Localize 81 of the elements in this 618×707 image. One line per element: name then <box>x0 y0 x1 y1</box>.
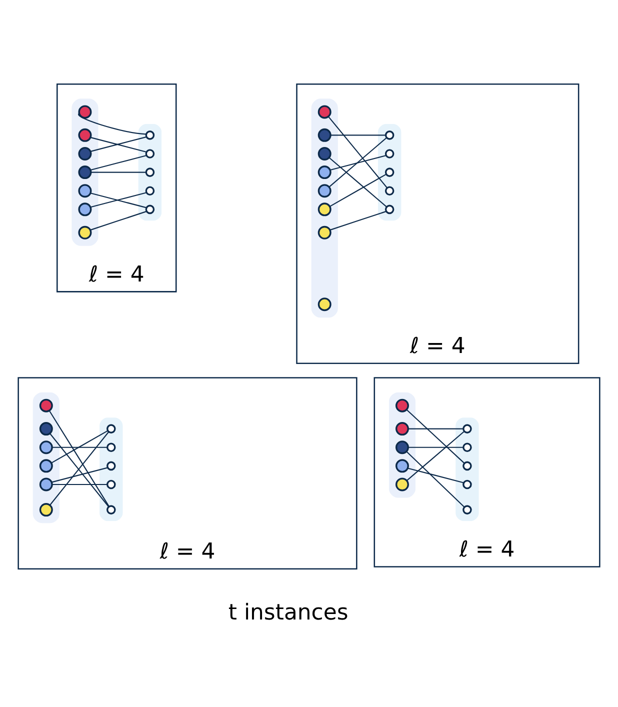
node-circle <box>39 440 53 454</box>
node-circle <box>462 442 472 452</box>
cluster <box>378 124 402 221</box>
connector <box>90 154 147 171</box>
node-circle <box>78 105 92 119</box>
node-circle <box>462 424 472 434</box>
connector <box>408 428 464 430</box>
cluster <box>32 392 60 524</box>
connector <box>330 134 386 136</box>
node-circle <box>384 149 394 158</box>
node-circle <box>39 398 53 412</box>
node-circle <box>318 226 332 240</box>
node-circle <box>384 168 394 177</box>
connector <box>52 446 108 448</box>
node-circle <box>39 422 53 436</box>
cluster <box>456 418 479 521</box>
node-circle <box>78 146 92 160</box>
node-circle <box>39 503 53 517</box>
node-circle <box>78 202 92 216</box>
cluster: ℓ = 4 <box>56 84 177 292</box>
node-circle <box>145 149 155 158</box>
cluster <box>138 124 162 221</box>
connector <box>406 451 465 508</box>
node-circle <box>395 440 409 454</box>
node-circle <box>462 461 472 471</box>
node-circle <box>145 130 155 140</box>
node-circle <box>318 166 332 180</box>
node-circle <box>318 184 332 198</box>
cluster: ℓ = 4 <box>18 377 358 570</box>
node-circle <box>106 442 116 452</box>
connector <box>91 172 146 173</box>
node-circle <box>462 480 472 490</box>
cluster <box>311 98 338 318</box>
connector <box>330 210 386 230</box>
connector <box>330 174 386 207</box>
cluster <box>388 392 416 498</box>
connector <box>48 410 110 507</box>
connector <box>408 468 464 484</box>
connector <box>78 113 146 135</box>
connector <box>330 154 386 171</box>
connector <box>328 116 388 188</box>
node-circle <box>106 461 116 471</box>
connector <box>328 157 387 208</box>
node-circle <box>384 186 394 196</box>
connector <box>408 446 464 448</box>
node-circle <box>145 186 155 196</box>
node-circle <box>462 505 472 514</box>
node-circle <box>395 478 409 492</box>
node-circle <box>106 424 116 434</box>
connector <box>406 431 464 481</box>
node-circle <box>395 459 409 473</box>
cluster <box>100 418 123 521</box>
node-circle <box>395 422 409 436</box>
node-circle <box>78 184 92 198</box>
node-circle <box>145 204 155 214</box>
node-circle <box>318 298 332 312</box>
node-circle <box>39 478 53 492</box>
node-circle <box>106 480 116 490</box>
connector <box>328 137 387 188</box>
node-circle <box>318 202 332 216</box>
cluster: ℓ = 4 <box>374 377 600 568</box>
connector <box>52 484 108 486</box>
node-circle <box>318 105 332 119</box>
node-circle <box>395 398 409 412</box>
connector <box>51 430 108 464</box>
node-circle <box>39 459 53 473</box>
connector <box>52 467 108 483</box>
node-circle <box>384 204 394 214</box>
node-circle <box>145 168 155 177</box>
cluster: ℓ = 4 <box>296 84 580 364</box>
node-circle <box>78 226 92 240</box>
cluster <box>72 98 98 246</box>
node-circle <box>106 505 116 514</box>
label: t instances <box>228 600 348 626</box>
node-circle <box>318 146 332 160</box>
node-circle <box>78 128 92 142</box>
node-circle <box>78 166 92 180</box>
connector <box>406 409 465 464</box>
node-circle <box>318 128 332 142</box>
node-circle <box>384 130 394 140</box>
connector <box>90 210 147 230</box>
